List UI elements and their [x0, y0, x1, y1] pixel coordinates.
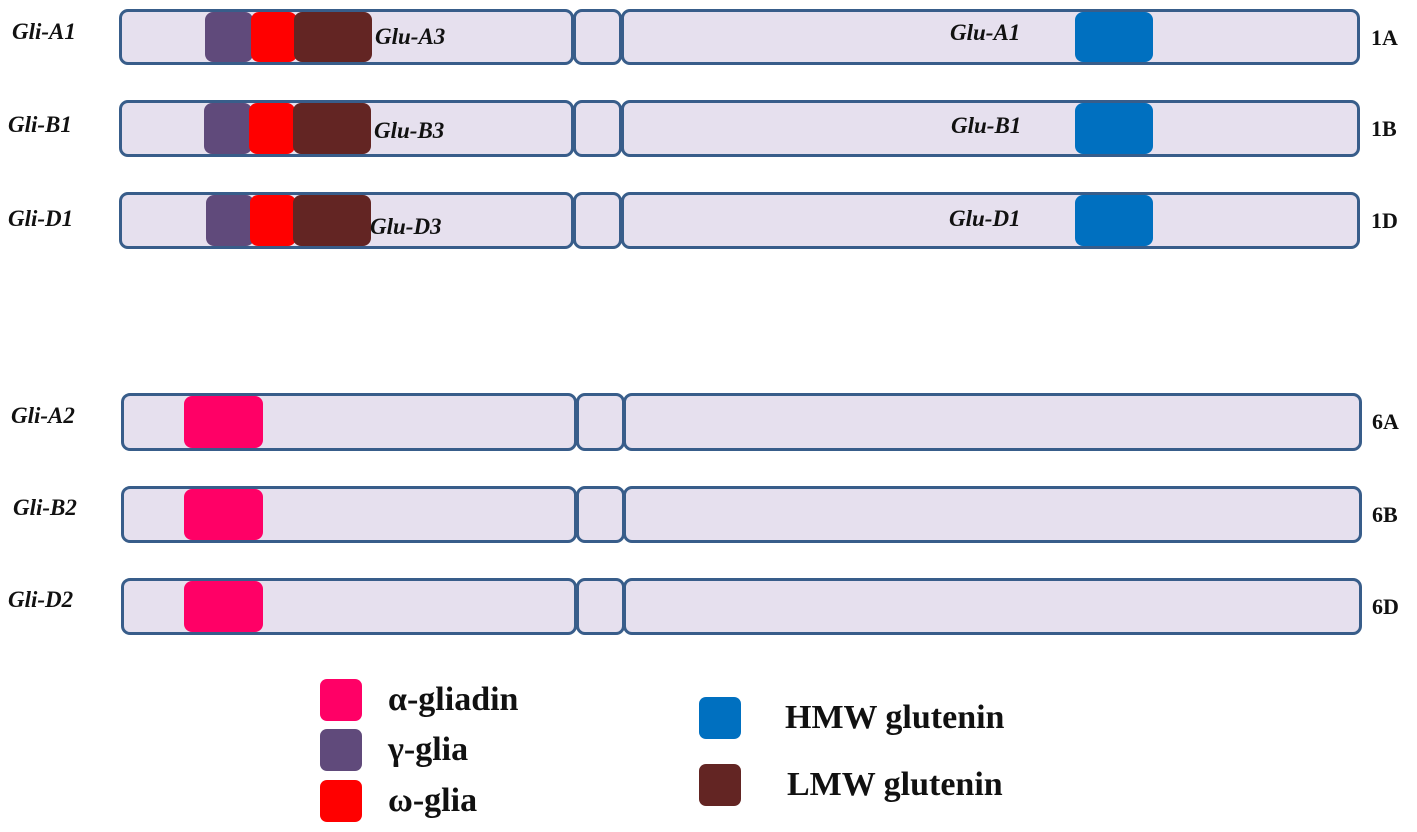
chromosome-arm-short: Glu-A3: [119, 9, 574, 65]
chromosome-row-6b: Gli-B2 6B: [0, 486, 1417, 543]
chromosome-label: 1D: [1371, 208, 1398, 233]
legend-item-omega-gliadin: ω-glia: [320, 780, 477, 822]
omega-gliadin-block: [250, 195, 296, 246]
gamma-gliadin-block: [205, 12, 253, 62]
alpha-gliadin-swatch: [320, 679, 362, 721]
chromosome-label: 1A: [1371, 25, 1398, 50]
lmw-glutenin-block: [294, 12, 372, 62]
omega-gliadin-block: [251, 12, 297, 62]
chromosome-arm-short: Glu-D3: [119, 192, 574, 249]
legend-label: HMW glutenin: [785, 699, 1005, 736]
legend-item-lmw-glutenin: LMW glutenin: [699, 764, 1003, 806]
locus-label-left: Gli-A2: [11, 403, 75, 428]
hmw-glutenin-block: [1075, 195, 1153, 246]
gamma-gliadin-block: [206, 195, 254, 246]
chromosome-row-1b: Gli-B1 Glu-B3 Glu-B1 1B: [0, 100, 1417, 157]
chromosome-label: 1B: [1371, 116, 1397, 141]
glu1-locus-label: Glu-B1: [951, 113, 1022, 138]
alpha-gliadin-block: [184, 396, 263, 448]
lmw-glutenin-swatch: [699, 764, 741, 806]
glu1-locus-label: Glu-D1: [949, 206, 1021, 231]
lmw-glutenin-block: [293, 103, 371, 154]
legend-label: γ-glia: [388, 731, 469, 768]
omega-gliadin-swatch: [320, 780, 362, 822]
chromosome-arm-short: [121, 578, 577, 635]
locus-label-left: Gli-B1: [8, 112, 72, 137]
hmw-glutenin-block: [1075, 103, 1153, 154]
hmw-glutenin-block: [1075, 12, 1153, 62]
centromere-segment: [573, 9, 622, 65]
chromosome-arm-long: Glu-A1: [621, 9, 1360, 65]
locus-label-left: Gli-D2: [8, 587, 74, 612]
gamma-gliadin-block: [204, 103, 252, 154]
gamma-gliadin-swatch: [320, 729, 362, 771]
locus-label-left: Gli-B2: [13, 495, 77, 520]
legend-item-gamma-gliadin: γ-glia: [320, 729, 468, 771]
centromere-segment: [576, 393, 625, 451]
chromosome-row-6a: Gli-A2 6A: [0, 393, 1417, 451]
centromere-segment: [576, 578, 625, 635]
chromosome-arm-long: [623, 578, 1362, 635]
chromosome-arm-short: [121, 486, 577, 543]
lmw-glutenin-block: [293, 195, 371, 246]
legend-label: α-gliadin: [388, 681, 519, 718]
hmw-glutenin-swatch: [699, 697, 741, 739]
glu1-locus-label: Glu-A1: [950, 20, 1021, 45]
chromosome-label: 6D: [1372, 594, 1399, 619]
centromere-segment: [576, 486, 625, 543]
legend-label: ω-glia: [388, 782, 478, 819]
chromosome-row-6d: Gli-D2 6D: [0, 578, 1417, 635]
legend-label: LMW glutenin: [787, 766, 1003, 803]
omega-gliadin-block: [249, 103, 295, 154]
locus-label-left: Gli-A1: [12, 19, 76, 44]
centromere-segment: [573, 192, 622, 249]
alpha-gliadin-block: [184, 489, 263, 540]
alpha-gliadin-block: [184, 581, 263, 632]
legend-item-hmw-glutenin: HMW glutenin: [699, 697, 1004, 739]
chromosome-arm-short: [121, 393, 577, 451]
chromosome-arm-short: Glu-B3: [119, 100, 574, 157]
chromosome-arm-long: Glu-D1: [621, 192, 1360, 249]
chromosome-arm-long: [623, 393, 1362, 451]
glu3-locus-label: Glu-D3: [370, 214, 442, 239]
legend-item-alpha-gliadin: α-gliadin: [320, 679, 518, 721]
locus-label-left: Gli-D1: [8, 206, 74, 231]
glu3-locus-label: Glu-B3: [374, 118, 445, 143]
chromosome-label: 6A: [1372, 409, 1399, 434]
chromosome-label: 6B: [1372, 502, 1398, 527]
chromosome-arm-long: [623, 486, 1362, 543]
chromosome-row-1d: Gli-D1 Glu-D3 Glu-D1 1D: [0, 192, 1417, 249]
chromosome-arm-long: Glu-B1: [621, 100, 1360, 157]
chromosome-row-1a: Gli-A1 Glu-A3 Glu-A1 1A: [0, 9, 1417, 65]
glu3-locus-label: Glu-A3: [375, 24, 446, 49]
centromere-segment: [573, 100, 622, 157]
